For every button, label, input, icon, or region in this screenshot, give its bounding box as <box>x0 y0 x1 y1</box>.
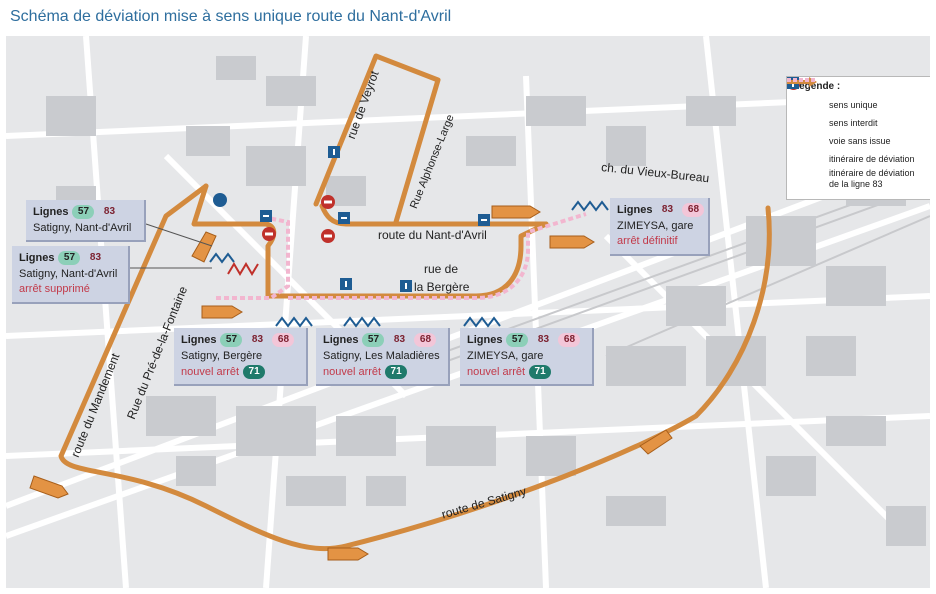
card-title: Lignes <box>467 334 503 346</box>
line-badge: 83 <box>537 334 550 345</box>
stop-name: Satigny, Nant-d'Avril <box>19 268 118 280</box>
line-badge: 68 <box>272 333 295 347</box>
stop-note: nouvel arrêt <box>323 366 382 378</box>
map-legend: Légende : sens unique sens interdit voie… <box>786 76 930 200</box>
arrow-satigny-ne <box>639 429 673 455</box>
one-way-sign-icon <box>478 214 490 226</box>
direction-arrows <box>29 205 673 561</box>
line-badge: 71 <box>529 365 552 379</box>
stop-note: nouvel arrêt <box>181 366 240 378</box>
stop-name: ZIMEYSA, gare <box>617 220 694 232</box>
legend-label: itinéraire de déviation <box>829 154 915 164</box>
card-title: Lignes <box>33 206 69 218</box>
arrow-bergere-east <box>201 305 243 319</box>
line-badge: 57 <box>58 251 81 265</box>
legend-label: itinéraire de déviation de la ligne 83 <box>829 168 915 189</box>
line-badge: 83 <box>251 334 264 345</box>
legend-label: sens unique <box>829 100 878 110</box>
no-entry-sign-icon <box>321 195 335 209</box>
no-entry-sign-icon <box>321 229 335 243</box>
arrow-nant-west <box>491 205 541 219</box>
legend-label: sens interdit <box>829 118 878 128</box>
detour-line83 <box>216 212 587 300</box>
stop-card-bergere: Lignes 57 83 68 Satigny, Bergère nouvel … <box>174 328 308 386</box>
no-entry-sign-icon <box>262 227 276 241</box>
stop-card-nant-avril: Lignes 57 83 Satigny, Nant-d'Avril <box>26 200 146 242</box>
arrow-mandement <box>29 475 69 499</box>
arrow-zimeysa-east <box>549 235 595 249</box>
line-badge: 57 <box>362 333 385 347</box>
dead-end-sign-icon <box>400 280 412 292</box>
legend-item-detour: itinéraire de déviation <box>787 77 925 168</box>
legend-item-one-way: sens unique <box>787 77 925 114</box>
stop-note: arrêt définitif <box>617 235 678 247</box>
line-badge: 68 <box>414 333 437 347</box>
line-badge: 57 <box>220 333 243 347</box>
stop-name: ZIMEYSA, gare <box>467 350 544 362</box>
detour-routes <box>58 53 772 552</box>
legend-item-dead-end: voie sans issue <box>787 77 925 150</box>
street-label-bergere: rue de <box>424 262 459 276</box>
arrow-pre <box>191 231 217 263</box>
stop-name: Satigny, Les Maladières <box>323 350 440 362</box>
map-area: rue de Veyrot Rue Alphonse-Large ch. du … <box>6 36 930 588</box>
card-title: Lignes <box>617 204 653 216</box>
detour-line83-icon <box>787 78 823 172</box>
stop-note: nouvel arrêt <box>467 366 526 378</box>
line-badge: 57 <box>506 333 529 347</box>
legend-label: voie sans issue <box>829 136 891 146</box>
line-badge: 83 <box>393 334 406 345</box>
stop-card-maladieres: Lignes 57 83 68 Satigny, Les Maladières … <box>316 328 450 386</box>
buildings <box>46 56 926 546</box>
card-title: Lignes <box>323 334 359 346</box>
map-title: Schéma de déviation mise à sens unique r… <box>10 8 452 25</box>
line-badge: 83 <box>103 206 116 217</box>
legend-item-detour-83: itinéraire de déviation de la ligne 83 <box>787 78 925 194</box>
dead-end-sign-icon <box>340 278 352 290</box>
dead-end-sign-icon <box>213 193 227 207</box>
one-way-sign-icon <box>260 210 272 222</box>
stop-card-nant-avril-removed: Lignes 57 83 Satigny, Nant-d'Avril arrêt… <box>12 246 130 304</box>
line-badge: 71 <box>385 365 408 379</box>
stop-name: Satigny, Bergère <box>181 350 263 362</box>
bus-stop-markers <box>209 200 609 328</box>
legend-title: Légende : <box>793 81 841 92</box>
one-way-sign-icon <box>338 212 350 224</box>
stop-card-zimeysa-new: Lignes 57 83 68 ZIMEYSA, gare nouvel arr… <box>460 328 594 386</box>
stop-card-zimeysa-definitive: Lignes 83 68 ZIMEYSA, gare arrêt définit… <box>610 198 710 256</box>
traffic-signs <box>213 146 490 292</box>
card-title: Lignes <box>181 334 217 346</box>
street-label-nant: route du Nant-d'Avril <box>378 228 487 242</box>
line-badge: 71 <box>243 365 266 379</box>
legend-item-no-entry: sens interdit <box>787 77 925 132</box>
stop-note: arrêt supprimé <box>19 283 90 295</box>
one-way-sign-icon <box>328 146 340 158</box>
line-badge: 83 <box>89 252 102 263</box>
card-title: Lignes <box>19 252 55 264</box>
line-badge: 83 <box>661 204 674 215</box>
line-badge: 68 <box>558 333 581 347</box>
line-badge: 57 <box>72 205 95 219</box>
street-label-bergere-2: la Bergère <box>414 280 470 294</box>
line-badge: 68 <box>682 203 705 217</box>
arrow-satigny <box>327 547 369 561</box>
callout-lines <box>130 223 213 269</box>
stop-name: Satigny, Nant-d'Avril <box>33 222 132 234</box>
